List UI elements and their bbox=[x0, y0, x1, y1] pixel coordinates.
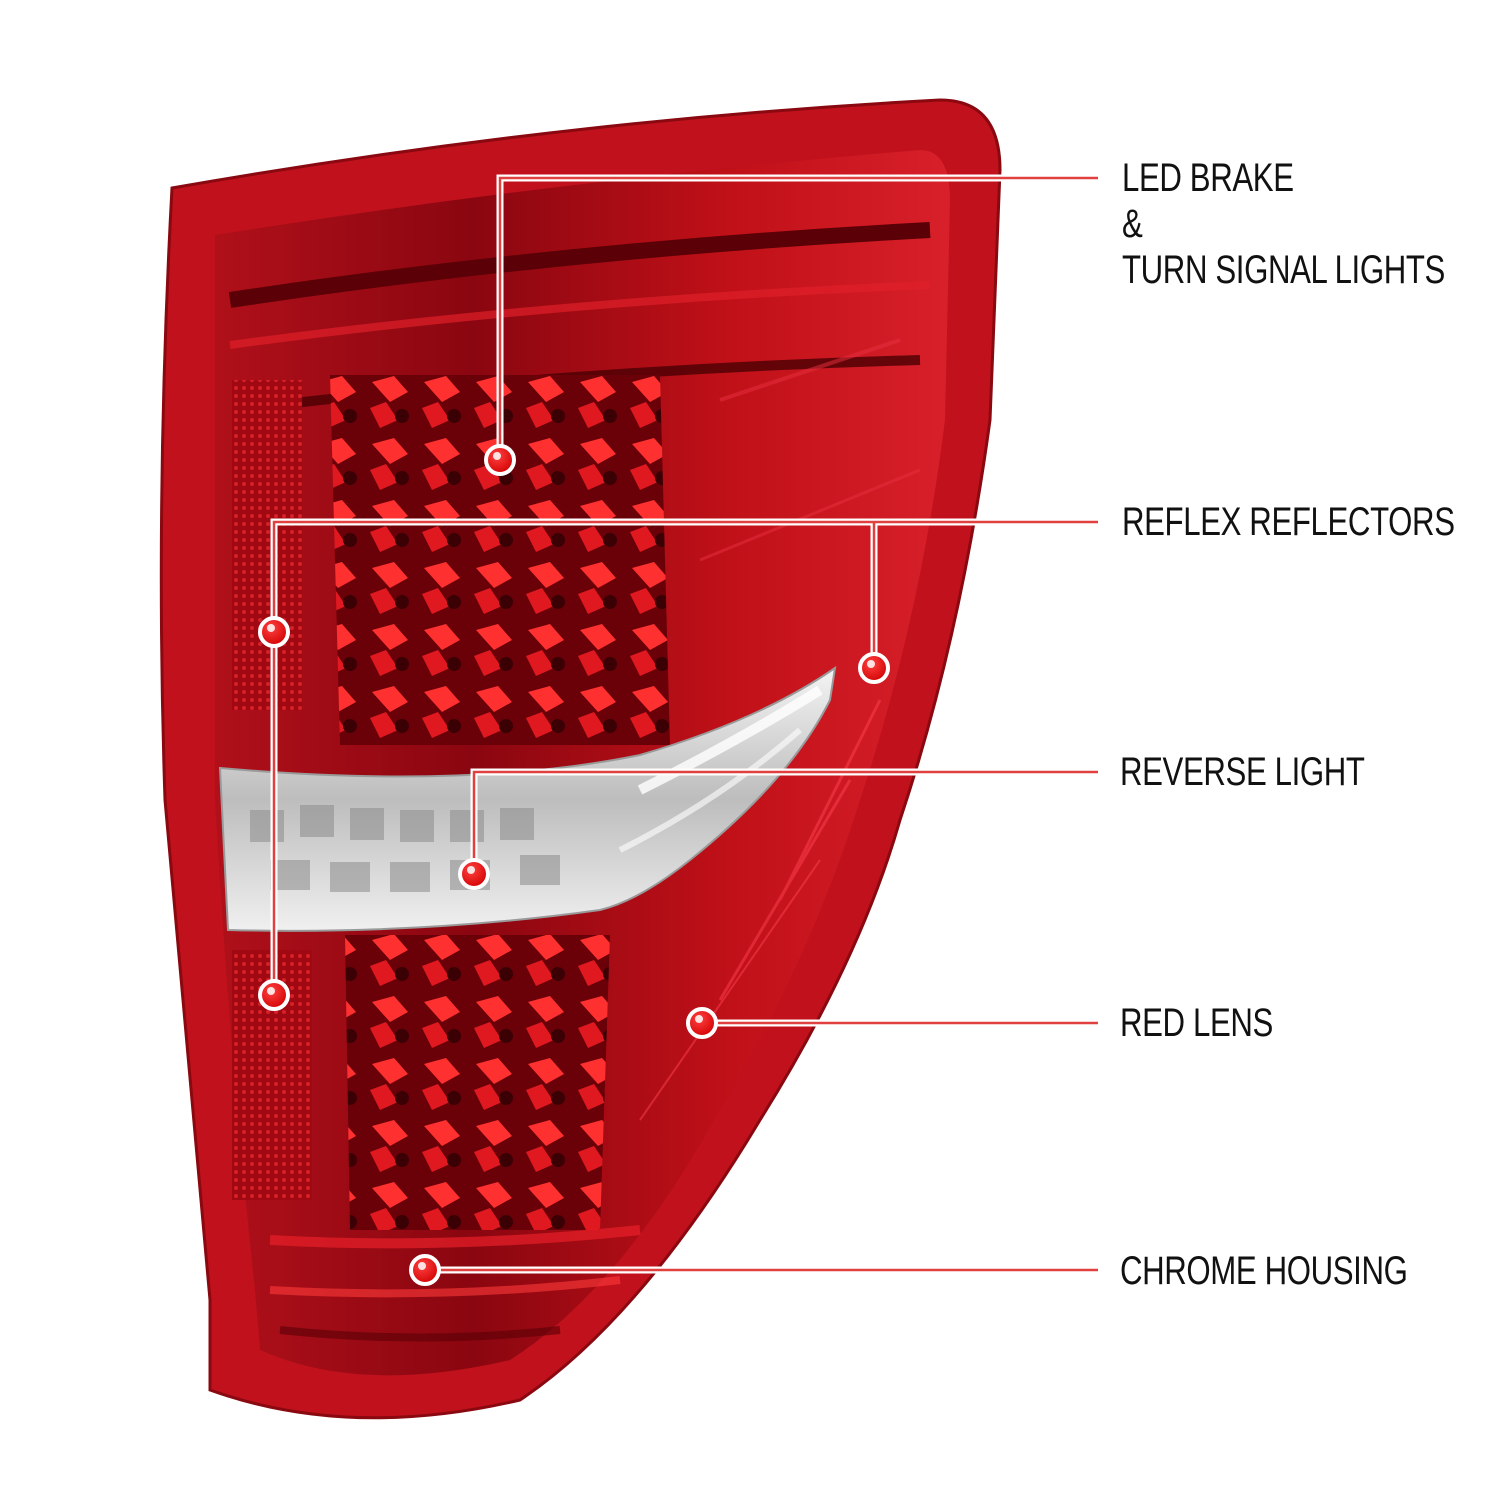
label-line: LED BRAKE bbox=[1122, 156, 1294, 200]
label-line: TURN SIGNAL LIGHTS bbox=[1122, 248, 1445, 292]
reverse-light-section bbox=[218, 665, 837, 932]
callout-markers bbox=[258, 444, 890, 1286]
callout-label-red-lens: RED LENS bbox=[1120, 1000, 1273, 1046]
red-dot-marker-icon bbox=[686, 1007, 718, 1039]
callout-label-led-brake: LED BRAKE & TURN SIGNAL LIGHTS bbox=[1122, 155, 1445, 293]
callout-lines bbox=[270, 174, 1098, 1274]
red-dot-marker-icon bbox=[484, 444, 516, 476]
lens-streaks bbox=[639, 338, 921, 1121]
red-dot-marker-icon bbox=[458, 858, 490, 890]
callout-label-reverse-light: REVERSE LIGHT bbox=[1120, 749, 1365, 795]
callout-label-reflex-reflectors: REFLEX REFLECTORS bbox=[1122, 499, 1455, 545]
red-dot-marker-icon bbox=[409, 1254, 441, 1286]
red-dot-marker-icon bbox=[858, 652, 890, 684]
chrome-housing-base bbox=[269, 1225, 641, 1342]
red-dot-marker-icon bbox=[258, 616, 290, 648]
label-line: RED LENS bbox=[1120, 1001, 1273, 1045]
led-cluster-upper bbox=[330, 375, 670, 745]
label-line: REFLEX REFLECTORS bbox=[1122, 500, 1455, 544]
led-cluster-lower bbox=[345, 935, 610, 1230]
red-dot-marker-icon bbox=[258, 979, 290, 1011]
label-line: CHROME HOUSING bbox=[1120, 1249, 1408, 1293]
reflex-reflector-strip bbox=[232, 380, 312, 1200]
callout-label-chrome-housing: CHROME HOUSING bbox=[1120, 1248, 1408, 1294]
label-line: REVERSE LIGHT bbox=[1120, 750, 1365, 794]
label-line: & bbox=[1122, 202, 1143, 246]
